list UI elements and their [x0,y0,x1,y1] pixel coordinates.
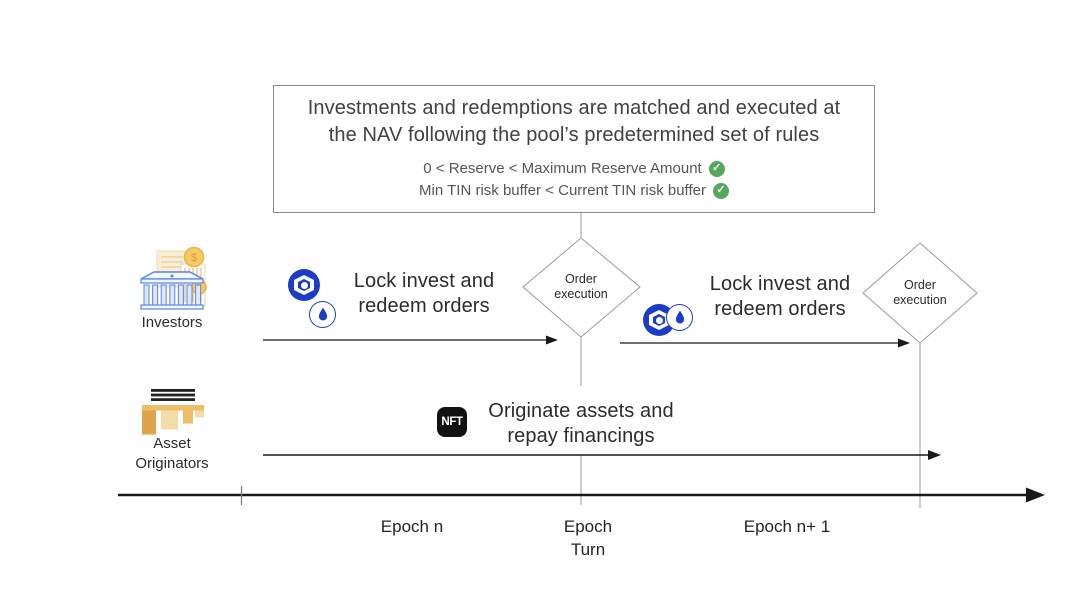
nav-rules-box: Investments and redemptions are matched … [273,85,875,213]
centrifuge-logo-icon [288,269,320,301]
order-execution-label-1: Order execution [541,272,621,302]
nft-icon: NFT [437,407,467,437]
epoch-turn-label: Epoch Turn [553,515,623,561]
epoch-n-label: Epoch n [380,517,444,536]
epoch-n-plus-1-label: Epoch n+ 1 [743,517,831,536]
originate-line1: Originate assets and [488,400,674,422]
order-execution-2-line2: execution [893,293,947,307]
asset-arrow-head [928,450,941,460]
lock-orders-text-1: Lock invest and redeem orders [340,269,508,319]
originate-line2: repay financings [507,425,655,447]
investors-label: Investors [141,314,203,331]
lock-orders-1-line1: Lock invest and [353,270,495,292]
lock-orders-text-2: Lock invest and redeem orders [696,272,864,322]
check-icon: ✓ [712,182,729,199]
constraint-reserve-text: 0 < Reserve < Maximum Reserve Amount [423,160,702,177]
lock-orders-2-line2: redeem orders [714,298,846,320]
constraint-list: 0 < Reserve < Maximum Reserve Amount ✓ M… [419,158,729,201]
asset-originators-label-line1: Asset [153,435,191,452]
tinlake-drop-icon [666,304,693,331]
lock-orders-1-line2: redeem orders [358,295,490,317]
asset-originators-icon [142,389,204,435]
tinlake-drop-icon [309,301,336,328]
check-icon: ✓ [708,160,725,177]
invest-arrow-2-head [898,338,910,348]
nav-rules-title-line1: Investments and redemptions are matched … [307,97,841,119]
invest-arrow-1-head [546,335,558,345]
epoch-turn-line2: Turn [570,540,606,559]
order-execution-label-2: Order execution [880,278,960,308]
order-execution-1-line1: Order [565,272,597,286]
timeline-axis-head [1026,487,1045,503]
epoch-turn-line1: Epoch [563,517,613,536]
svg-text:$: $ [191,252,197,264]
originate-text: Originate assets and repay financings [475,399,687,449]
nav-rules-title-line2: the NAV following the pool’s predetermin… [328,124,820,146]
constraint-tin-buffer: Min TIN risk buffer < Current TIN risk b… [419,180,729,201]
lock-orders-2-line1: Lock invest and [709,273,851,295]
asset-originators-label: Asset Originators [122,434,222,474]
investors-icon: $ [140,246,207,310]
constraint-tin-buffer-text: Min TIN risk buffer < Current TIN risk b… [419,182,706,199]
constraint-reserve: 0 < Reserve < Maximum Reserve Amount ✓ [423,158,725,179]
order-execution-2-line1: Order [904,278,936,292]
asset-originators-label-line2: Originators [135,455,209,472]
order-execution-1-line2: execution [554,287,608,301]
